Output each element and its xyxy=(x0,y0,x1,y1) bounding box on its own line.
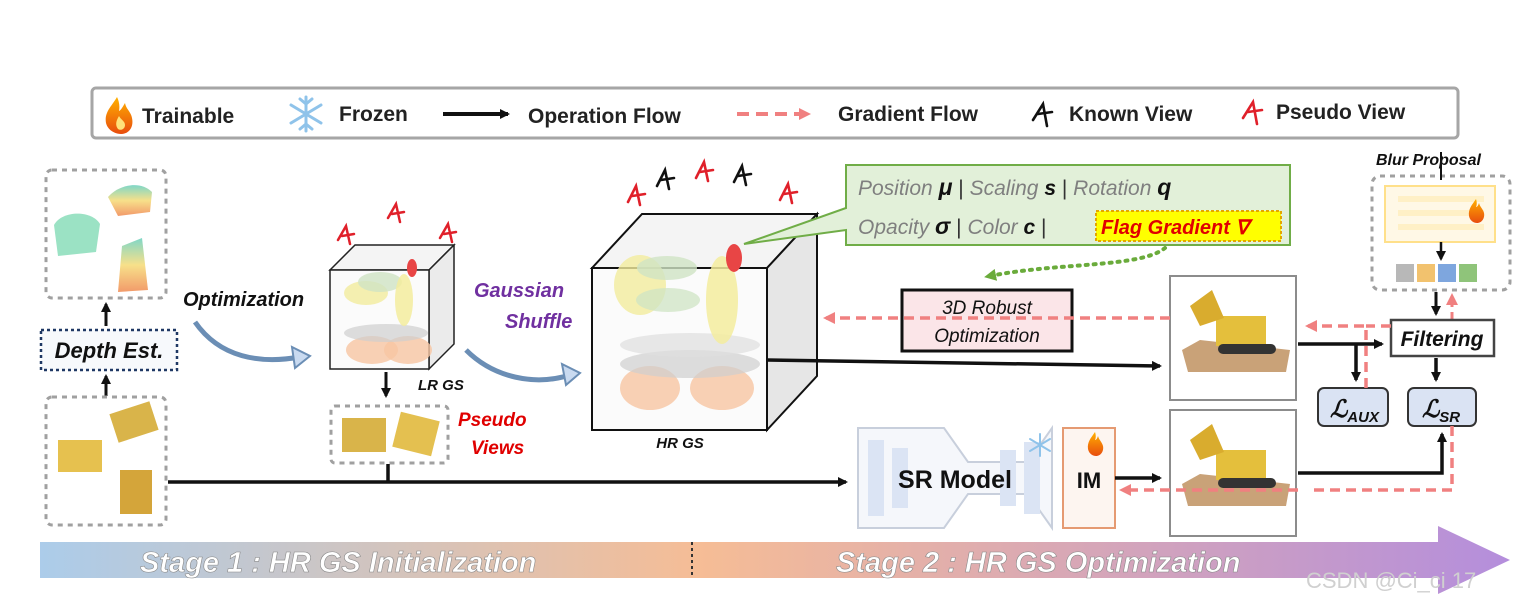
filtering-label: Filtering xyxy=(1401,328,1484,351)
operation-flow-arrows xyxy=(168,339,1447,487)
sr-model-label: SR Model xyxy=(898,466,1012,494)
robust-label-2: Optimization xyxy=(934,326,1040,347)
camera-icon-known xyxy=(1031,100,1054,128)
stage-bar: Stage 1 : HR GS Initialization Stage 2 :… xyxy=(40,526,1510,594)
flag-to-robust-arrow xyxy=(984,246,1167,281)
attr-opacity: Opacity xyxy=(858,216,931,239)
sr-model-block: SR Model xyxy=(857,424,1053,532)
attr-flag-gradient: Flag Gradient ∇ xyxy=(1101,217,1253,239)
loss-sr-symbol: ℒ xyxy=(1422,396,1441,423)
attr-sep-2: | xyxy=(1062,177,1067,200)
im-label: IM xyxy=(1077,468,1101,493)
robust-label-1: 3D Robust xyxy=(942,298,1032,319)
lr-pseudo-cameras xyxy=(336,200,458,246)
blur-proposal-panel xyxy=(1370,174,1512,292)
loss-aux-box: ℒAUX xyxy=(1317,387,1389,427)
watermark: CSDN @Ci_ci 17 xyxy=(1306,568,1476,593)
legend-operation-flow: Operation Flow xyxy=(528,105,682,128)
pseudo-views-label-1: Pseudo xyxy=(458,410,527,431)
gaussian-shuffle-arrow xyxy=(464,348,571,383)
attr-scaling-symbol: s xyxy=(1044,177,1056,200)
legend-known-view: Known View xyxy=(1069,103,1193,126)
stage2-label: Stage 2 : HR GS Optimization xyxy=(836,547,1240,579)
rendered-image-top xyxy=(1169,275,1297,401)
camera-icon-pseudo xyxy=(1241,98,1264,126)
stage1-label: Stage 1 : HR GS Initialization xyxy=(140,547,536,579)
pseudo-views-panel xyxy=(329,404,450,465)
lr-gs-label: LR GS xyxy=(418,377,464,394)
legend: Trainable Frozen Operation Flow Gradient… xyxy=(90,86,1460,140)
blur-proposal-label: Blur Proposal xyxy=(1376,152,1481,169)
attr-rotation: Rotation xyxy=(1073,177,1151,200)
fire-icon xyxy=(1468,199,1485,223)
gaussian-shuffle-label-2: Shuffle xyxy=(505,311,572,333)
pseudo-views-label-2: Views xyxy=(471,438,524,459)
attr-rotation-symbol: q xyxy=(1157,174,1171,200)
attr-sep-3: | xyxy=(956,216,961,239)
loss-sr-box: ℒSR xyxy=(1407,387,1477,427)
attr-scaling: Scaling xyxy=(970,177,1039,200)
attr-color-symbol: c xyxy=(1024,216,1036,239)
depth-est-label: Depth Est. xyxy=(55,338,164,363)
attr-color: Color xyxy=(967,216,1018,239)
input-images-panel xyxy=(44,395,168,527)
svg-text:ℒSR: ℒSR xyxy=(1422,396,1460,426)
hr-cameras xyxy=(626,158,799,207)
svg-text:ℒAUX: ℒAUX xyxy=(1330,396,1380,426)
depth-est-box: Depth Est. xyxy=(39,328,179,372)
snowflake-icon xyxy=(289,95,323,133)
filtering-box: Filtering xyxy=(1389,318,1496,358)
attr-sep-1: | xyxy=(958,177,963,200)
legend-pseudo-view: Pseudo View xyxy=(1276,101,1406,124)
legend-trainable: Trainable xyxy=(142,105,234,128)
snowflake-icon xyxy=(1029,433,1051,457)
fire-icon xyxy=(105,97,133,134)
gaussian-shuffle-label-1: Gaussian xyxy=(474,280,564,302)
loss-aux-subscript: AUX xyxy=(1346,409,1380,426)
loss-aux-symbol: ℒ xyxy=(1330,396,1349,423)
attr-position-symbol: μ xyxy=(938,174,953,200)
optimization-label: Optimization xyxy=(183,289,304,311)
attr-opacity-symbol: σ xyxy=(935,213,951,239)
attr-position: Position xyxy=(858,177,933,200)
legend-gradient-flow: Gradient Flow xyxy=(838,103,979,126)
svg-text:Position μ |: Position μ | Scaling s | Rotation q xyxy=(858,174,1171,200)
attribute-callout: Position μ | Scaling s | Rotation q Opac… xyxy=(743,164,1291,246)
loss-sr-subscript: SR xyxy=(1439,409,1460,426)
attr-sep-4: | xyxy=(1041,216,1046,239)
hr-gs-cube xyxy=(589,211,820,433)
fire-icon xyxy=(1087,432,1104,456)
svg-text:Opacity σ |: Opacity σ | Color c | xyxy=(858,213,1047,239)
rendered-image-bottom xyxy=(1169,409,1297,537)
optimization-arrow xyxy=(192,320,301,363)
hr-gs-label: HR GS xyxy=(656,435,704,452)
robust-optimization-box: 3D Robust Optimization xyxy=(900,288,1074,353)
gradient-flow-arrows xyxy=(823,312,1454,496)
lr-gs-cube xyxy=(328,243,456,371)
im-block: IM xyxy=(1062,427,1116,529)
legend-frozen: Frozen xyxy=(339,103,408,126)
depth-maps-panel xyxy=(44,168,168,300)
